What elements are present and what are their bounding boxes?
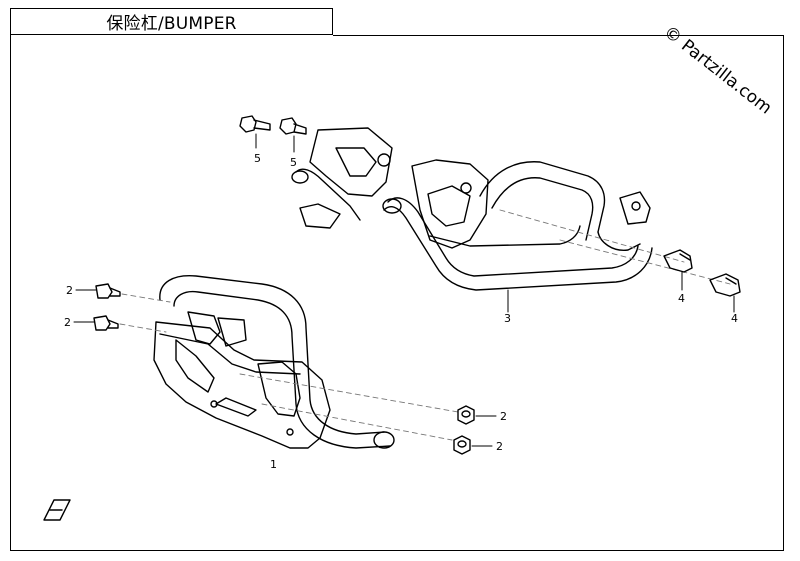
callout-4b: 4 [731,312,738,325]
title-box: 保险杠/BUMPER [10,8,333,35]
rear-bumper-frame [291,127,653,291]
callout-5a: 5 [254,152,261,165]
bolt-2a [95,283,121,299]
bolt-4b [709,273,741,297]
callout-4a: 4 [678,292,685,305]
diagram-title: 保险杠/BUMPER [106,14,237,34]
callout-1: 1 [270,458,277,471]
bolt-5a [239,115,271,133]
nut-2d [453,435,471,455]
callout-2b: 2 [64,316,71,329]
rear-leader-lines [499,209,731,285]
diagram-frame [10,35,784,551]
bolt-5b [279,117,307,135]
bolt-4a [663,249,693,273]
nut-2c [457,405,475,425]
brand-logo-icon [43,499,71,521]
callout-5b: 5 [290,156,297,169]
callout-3: 3 [504,312,511,325]
front-bumper-assembly [153,275,395,449]
callout-2a: 2 [66,284,73,297]
callout-leaders [73,133,735,447]
front-leader-lines [119,293,459,441]
diagram-frame-top [333,35,784,36]
callout-2c: 2 [500,410,507,423]
callout-2d: 2 [496,440,503,453]
bolt-2b [93,315,119,331]
